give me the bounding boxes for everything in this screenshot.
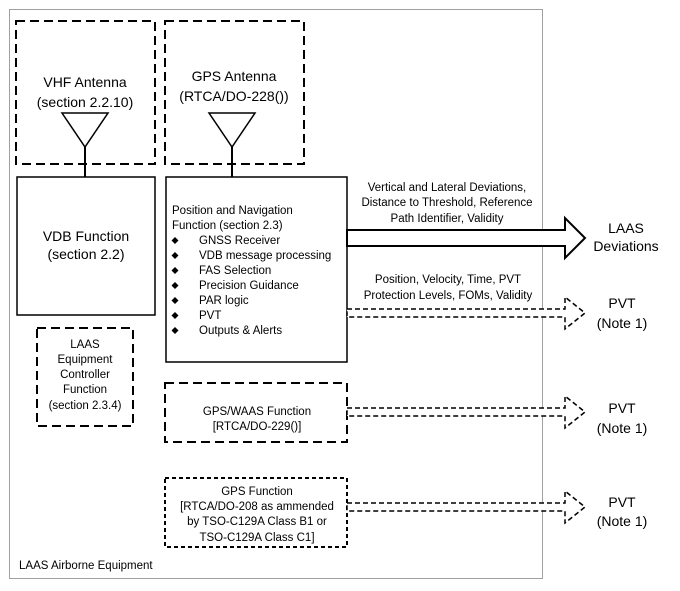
laas-controller-line1: LAAS — [70, 339, 100, 351]
bullet-icon — [171, 237, 179, 244]
vhf-antenna-title: VHF Antenna — [43, 74, 126, 90]
vhf-antenna-section: (section 2.2.10) — [37, 94, 134, 110]
gps-function-line4: TSO-C129A Class C1] — [199, 532, 314, 544]
laas-controller-line2: Equipment — [58, 354, 114, 366]
bullet-icon — [171, 312, 179, 319]
pnf-bullet-item: PVT — [199, 310, 221, 322]
gps-function-line3: by TSO-C129A Class B1 or — [187, 516, 327, 528]
pvt-output-1-line2: (Note 1) — [597, 315, 648, 331]
pnf-bullet-item: GNSS Receiver — [199, 235, 280, 247]
gps-function-line2: [RTCA/DO-208 as ammended — [180, 501, 334, 513]
pnf-title-line1: Position and Navigation — [172, 205, 293, 217]
gps-antenna-title: GPS Antenna — [192, 68, 277, 84]
pnf-bullet-item: FAS Selection — [199, 265, 271, 277]
pvt-label-line2: Protection Levels, FOMs, Validity — [364, 290, 533, 302]
vdb-function-section: (section 2.2) — [47, 246, 124, 262]
gps-function-box — [164, 477, 348, 548]
gps-antenna-section: (RTCA/DO-228()) — [179, 88, 288, 104]
pvt-arrow-2 — [346, 394, 587, 430]
deviation-label-line2: Distance to Threshold, Reference — [361, 197, 532, 209]
vdb-function-box — [16, 176, 156, 316]
laas-deviations-arrow — [346, 215, 587, 261]
gps-function-line1: GPS Function — [221, 486, 293, 498]
gps-waas-reference: [RTCA/DO-229()] — [213, 421, 302, 433]
pnf-bullet-item: PAR logic — [199, 295, 249, 307]
bullet-icon — [171, 267, 179, 274]
position-navigation-function-box — [165, 176, 348, 363]
pvt-arrow-3 — [346, 489, 587, 525]
pvt-output-1-line1: PVT — [608, 295, 636, 311]
gps-waas-title: GPS/WAAS Function — [203, 406, 311, 418]
pnf-bullet-item: VDB message processing — [199, 250, 331, 262]
laas-controller-line4: Function — [63, 384, 107, 396]
pnf-bullet-item: Precision Guidance — [199, 280, 299, 292]
container-label: LAAS Airborne Equipment — [19, 560, 153, 572]
pnf-title-line2: Function (section 2.3) — [172, 220, 283, 232]
vdb-function-title: VDB Function — [43, 228, 129, 244]
laas-controller-line3: Controller — [60, 369, 110, 381]
deviation-label-line1: Vertical and Lateral Deviations, — [368, 182, 527, 194]
pnf-bullet-item: Outputs & Alerts — [199, 325, 282, 337]
bullet-icon — [171, 327, 179, 334]
pvt-output-2-line1: PVT — [608, 400, 636, 416]
laas-airborne-equipment-container — [9, 9, 543, 579]
bullet-icon — [171, 252, 179, 259]
bullet-icon — [171, 297, 179, 304]
gps-antenna-icon — [207, 112, 257, 149]
pvt-label-line1: Position, Velocity, Time, PVT — [375, 274, 521, 286]
pvt-output-3-line1: PVT — [608, 494, 636, 510]
pvt-arrow-1 — [346, 295, 587, 331]
pvt-output-2-line2: (Note 1) — [597, 420, 648, 436]
laas-deviations-output-line1: LAAS — [608, 220, 644, 236]
pvt-output-3-line2: (Note 1) — [597, 513, 648, 529]
vhf-antenna-box — [15, 20, 156, 165]
deviation-label-line3: Path Identifier, Validity — [391, 213, 504, 225]
laas-controller-box — [36, 327, 134, 427]
gps-antenna-box — [164, 20, 305, 165]
bullet-icon — [171, 282, 179, 289]
laas-controller-line5: (section 2.3.4) — [49, 400, 122, 412]
laas-deviations-output-line2: Deviations — [593, 238, 658, 254]
vhf-antenna-icon — [60, 112, 110, 149]
